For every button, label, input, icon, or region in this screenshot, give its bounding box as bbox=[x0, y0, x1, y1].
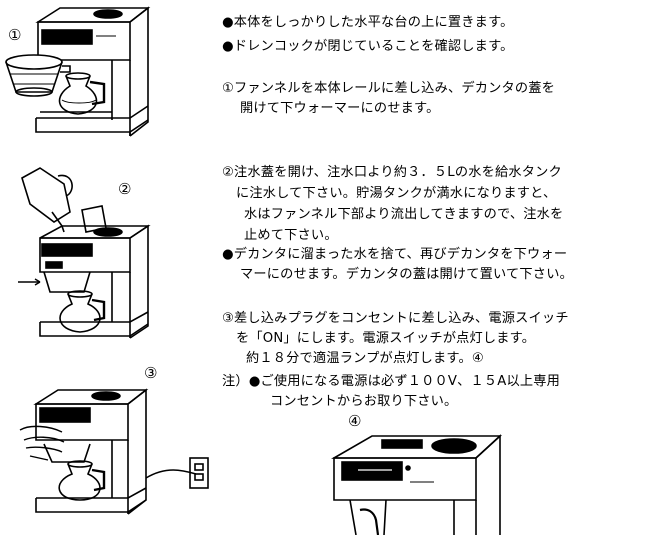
instruction-line: 止めて下さい。 bbox=[244, 228, 338, 243]
instruction-line: 水はファンネル下部より流出してきますので、注水を bbox=[244, 207, 564, 222]
instruction-line: に注水して下さい。貯湯タンクが満水になりますと、 bbox=[236, 186, 557, 201]
figure-4-number: ④ bbox=[348, 412, 362, 430]
figure-1-number: ① bbox=[8, 26, 22, 44]
instruction-line: ②注水蓋を開け、注水口より約３．５Lの水を給水タンク bbox=[222, 165, 562, 180]
instruction-line: 約１８分で適温ランプが点灯します。④ bbox=[246, 351, 484, 366]
instruction-line: ●本体をしっかりした水平な台の上に置きます。 bbox=[222, 15, 514, 30]
instruction-line: 注）●ご使用になる電源は必ず１００V、１５A以上専用 bbox=[222, 374, 561, 389]
instruction-line: ●ドレンコックが閉じていることを確認します。 bbox=[222, 39, 514, 54]
figure-2-number: ② bbox=[118, 180, 132, 198]
instruction-line: ●デカンタに溜まった水を捨て、再びデカンタを下ウォー bbox=[222, 247, 568, 262]
instruction-line: 開けて下ウォーマーにのせます。 bbox=[240, 101, 440, 116]
instruction-line: マーにのせます。デカンタの蓋は開けて置いて下さい。 bbox=[240, 267, 573, 282]
instruction-line: ①ファンネルを本体レールに差し込み、デカンタの蓋を bbox=[222, 81, 556, 96]
instruction-line: を「ON」にします。電源スイッチが点灯します。 bbox=[236, 331, 536, 346]
instruction-line: コンセントからお取り下さい。 bbox=[270, 394, 458, 409]
instruction-line: ③差し込みプラグをコンセントに差し込み、電源スイッチ bbox=[222, 311, 569, 326]
figure-3-number: ③ bbox=[144, 364, 158, 382]
